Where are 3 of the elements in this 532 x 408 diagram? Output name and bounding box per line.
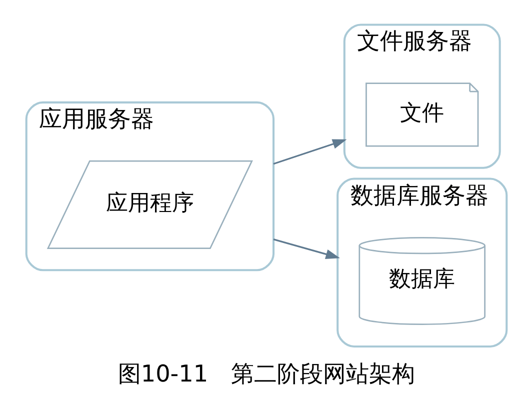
caption: 图10-11 第二阶段网站架构 — [117, 360, 415, 388]
arrow — [272, 139, 346, 165]
arrow — [272, 238, 340, 260]
